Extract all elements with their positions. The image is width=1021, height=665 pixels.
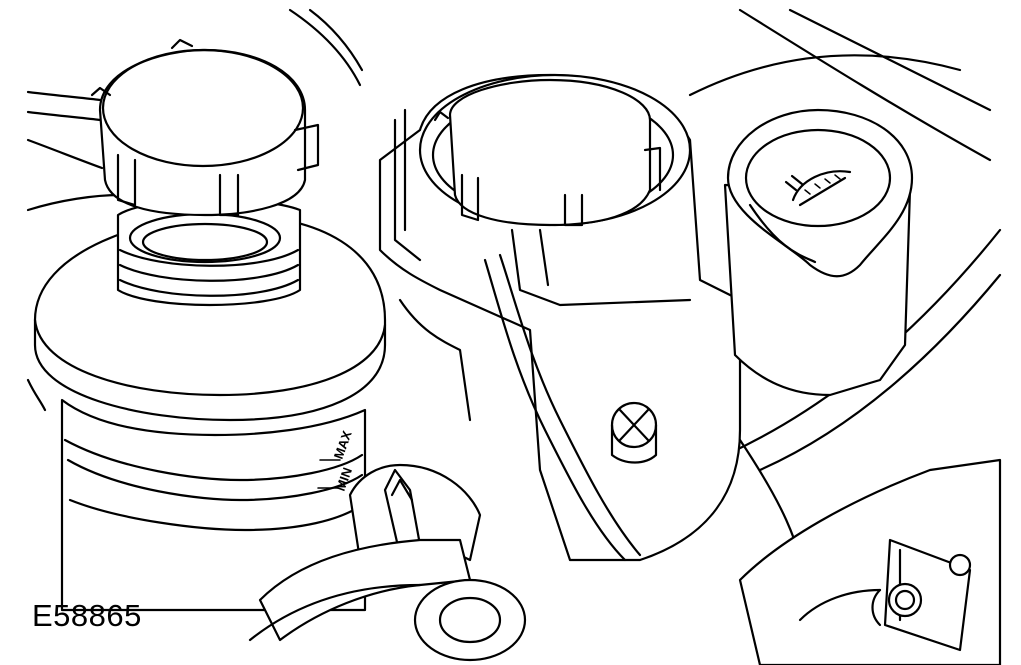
brake-fluid-reservoir — [380, 75, 810, 600]
coolant-expansion-tank: MAX MIN — [35, 199, 385, 610]
mounting-bracket — [740, 460, 1000, 665]
windscreen-washer-icon — [786, 171, 850, 205]
washer-fluid-reservoir — [725, 110, 912, 395]
coolant-filler-cap — [92, 40, 318, 215]
hose-assembly — [250, 465, 525, 660]
background-lines — [28, 10, 1000, 470]
figure-id-label: E58865 — [32, 598, 142, 633]
